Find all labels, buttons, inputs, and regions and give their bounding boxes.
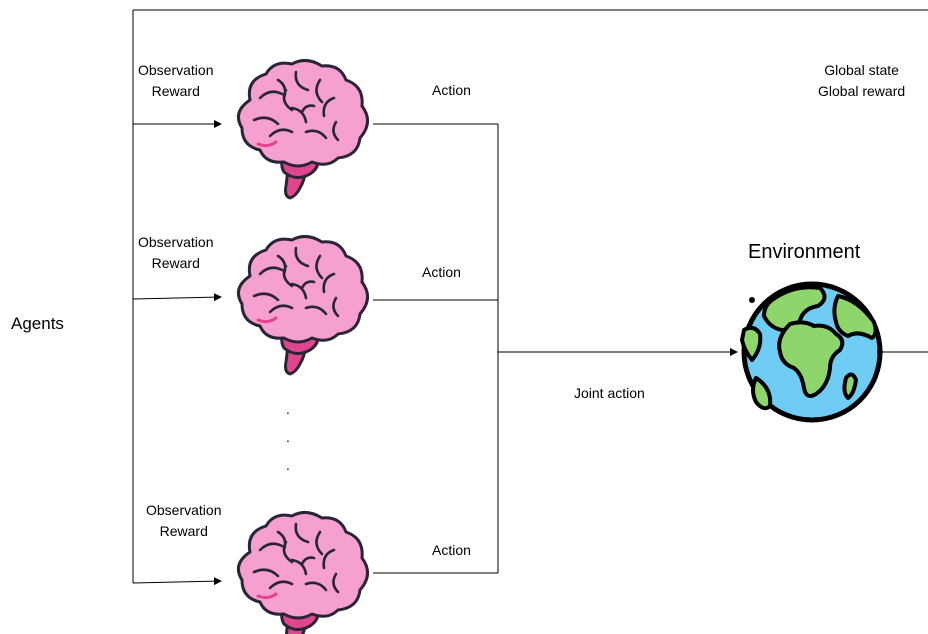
observation-label: Observation Reward: [138, 60, 213, 102]
observation-arrow-3: [132, 577, 222, 586]
joint-action-label: Joint action: [574, 385, 645, 401]
environment-label: Environment: [748, 241, 861, 263]
brain-icon: [236, 58, 370, 200]
global-state-text: Global state: [824, 62, 899, 78]
reward-text: Reward: [151, 255, 200, 271]
observation-label: Observation Reward: [138, 232, 213, 274]
reward-text: Reward: [159, 523, 208, 539]
ellipsis-dot: .: [286, 401, 290, 417]
observation-arrow-2: [132, 293, 222, 302]
observation-text: Observation: [138, 234, 214, 250]
brain-icon: [236, 234, 370, 376]
reward-text: Reward: [151, 83, 200, 99]
action-label: Action: [422, 264, 461, 280]
observation-text: Observation: [146, 502, 222, 518]
ellipsis-dot: .: [286, 429, 290, 445]
brain-icon: [236, 510, 370, 634]
action-label: Action: [432, 542, 471, 558]
arrows: [132, 120, 738, 586]
observation-text: Observation: [138, 62, 214, 78]
global-reward-text: Global reward: [818, 83, 906, 99]
globe-icon: [740, 281, 883, 423]
agents-label: Agents: [11, 314, 64, 333]
ellipsis-dot: .: [286, 457, 290, 473]
observation-label: Observation Reward: [146, 500, 221, 542]
action-label: Action: [432, 82, 471, 98]
connector-lines: [132, 9, 928, 583]
global-info-label: Global state Global reward: [818, 60, 905, 102]
